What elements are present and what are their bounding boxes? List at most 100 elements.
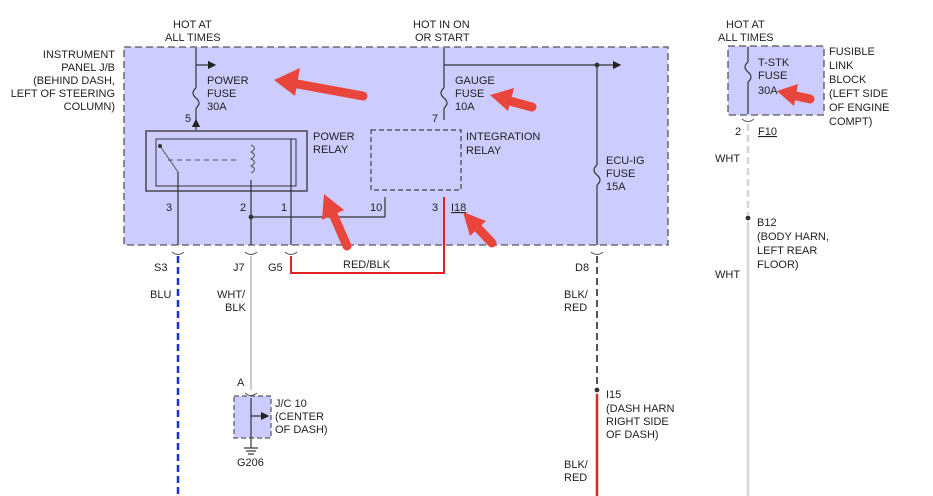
jc-pin-a: A <box>237 377 245 389</box>
annotation-arrow-power-relay <box>328 209 352 251</box>
i15-label-1: I15 <box>606 389 621 401</box>
ecu-fuse-label-2: FUSE <box>606 168 635 180</box>
hot-in-on-label: HOT IN ON <box>413 19 470 31</box>
annotation-arrowhead-gauge-fuse <box>490 88 514 111</box>
blk-red-label-1: BLK/ <box>564 289 589 301</box>
b12-splice <box>745 215 751 221</box>
connector-d8-label: D8 <box>575 262 589 274</box>
gauge-fuse-symbol <box>440 87 448 109</box>
ip-jb-line-3: (BEHIND DASH, <box>33 75 115 87</box>
blk-red-label-2: RED <box>564 302 587 314</box>
annotation-arrow-i18 <box>471 221 497 248</box>
i15-splice <box>594 387 600 393</box>
fusible-link-block-box <box>727 45 825 116</box>
annotation-arrowhead-power-fuse <box>274 68 300 96</box>
wht-blk-label-2: BLK <box>225 302 246 314</box>
flb-label-2: LINK <box>829 60 854 72</box>
flb-label-5: OF ENGINE <box>829 102 890 114</box>
wht-blk-label-1: WHT/ <box>217 289 246 301</box>
blu-wire-label: BLU <box>150 289 171 301</box>
connector-j7-symbol <box>244 251 258 255</box>
connector-d8-symbol <box>590 251 604 255</box>
ecu-ig-fuse-symbol <box>593 164 601 186</box>
blk-red-label-4: RED <box>564 472 587 484</box>
integration-relay-box <box>370 129 462 191</box>
ground-g206-label: G206 <box>237 457 264 469</box>
gauge-fuse-label-3: 10A <box>455 101 475 113</box>
connector-g5-symbol <box>284 251 298 255</box>
i15-label-2: (DASH HARN <box>606 403 675 415</box>
b12-label-3: LEFT REAR <box>757 245 817 257</box>
red-blk-label: RED/BLK <box>343 259 391 271</box>
ip-jb-line-1: INSTRUMENT <box>43 49 115 61</box>
b12-label-4: FLOOR) <box>757 259 799 271</box>
int-relay-pin-10: 10 <box>370 202 382 214</box>
flb-label-4: (LEFT SIDE <box>829 88 888 100</box>
blk-red-label-3: BLK/ <box>564 459 589 471</box>
jc-label-1: J/C 10 <box>275 398 307 410</box>
relay-pin-2: 2 <box>240 202 246 214</box>
connector-f10-symbol <box>741 118 755 122</box>
i15-label-3: RIGHT SIDE <box>606 416 669 428</box>
power-fuse-pin-5: 5 <box>185 113 191 125</box>
ip-jb-line-5: COLUMN) <box>64 101 115 113</box>
gauge-fuse-pin-7: 7 <box>432 113 438 125</box>
all-times-label-2: ALL TIMES <box>718 32 774 44</box>
jc-connector-symbol <box>244 392 258 396</box>
relay-coil-symbol <box>249 144 255 174</box>
int-relay-pin-3: 3 <box>432 202 438 214</box>
connector-i18: I18 <box>451 202 466 214</box>
relay-pin-1: 1 <box>281 202 287 214</box>
red-blk-wire <box>290 197 445 274</box>
tstk-fuse-label-2: FUSE <box>758 70 787 82</box>
power-fuse-label-3: 30A <box>207 101 227 113</box>
relay-contact-dot <box>158 144 162 148</box>
connector-g5-label: G5 <box>268 262 283 274</box>
ip-jb-line-4: LEFT OF STEERING <box>11 88 115 100</box>
flb-label-6: COMPT) <box>829 116 872 128</box>
i15-label-4: OF DASH) <box>606 429 659 441</box>
wht-wire-label-1: WHT <box>715 153 740 165</box>
jc-label-3: OF DASH) <box>275 424 328 436</box>
b12-label-1: B12 <box>757 217 777 229</box>
all-times-label: ALL TIMES <box>165 32 221 44</box>
power-relay-box <box>145 130 308 192</box>
power-relay-inner <box>155 138 297 187</box>
ip-jb-line-2: PANEL J/B <box>61 62 115 74</box>
power-relay-label-2: RELAY <box>313 144 349 156</box>
power-fuse-symbol <box>192 87 200 109</box>
gauge-fuse-label-1: GAUGE <box>455 75 495 87</box>
ecu-fuse-label-3: 15A <box>606 181 626 193</box>
b12-label-2: (BODY HARN, <box>757 231 829 243</box>
tstk-fuse-label-3: 30A <box>758 85 778 97</box>
connector-s3-symbol <box>171 251 185 255</box>
annotation-arrows <box>274 68 815 251</box>
wht-wire-label-2: WHT <box>715 269 740 281</box>
integration-relay-label-1: INTEGRATION <box>466 131 540 143</box>
power-relay-label-1: POWER <box>313 131 355 143</box>
flb-label-1: FUSIBLE <box>829 46 875 58</box>
power-fuse-label-1: POWER <box>207 75 249 87</box>
connector-f10-label: F10 <box>758 126 777 138</box>
integration-relay-label-2: RELAY <box>466 145 502 157</box>
relay-switch-contact <box>159 145 179 173</box>
ecu-fuse-label-1: ECU-IG <box>606 155 645 167</box>
tstk-fuse-label-1: T-STK <box>758 57 790 69</box>
gauge-fuse-label-2: FUSE <box>455 88 484 100</box>
relay-pin-3: 3 <box>166 202 172 214</box>
connector-j7-label: J7 <box>233 262 245 274</box>
connector-s3-label: S3 <box>154 262 167 274</box>
junction-connector-box <box>233 395 272 439</box>
annotation-arrowhead-i18 <box>463 212 486 236</box>
splice-dot <box>248 214 254 220</box>
hot-at-label-2: HOT AT <box>726 19 765 31</box>
hot-at-label: HOT AT <box>173 19 212 31</box>
connector-f10-pin: 2 <box>735 126 741 138</box>
instrument-panel-jb-label: INSTRUMENT PANEL J/B (BEHIND DASH, LEFT … <box>11 49 116 113</box>
tstk-fuse-symbol <box>744 61 752 83</box>
annotation-arrow-power-fuse <box>287 78 368 101</box>
or-start-label: OR START <box>415 32 470 44</box>
jc-label-2: (CENTER <box>275 411 324 423</box>
flb-label-3: BLOCK <box>829 74 867 86</box>
